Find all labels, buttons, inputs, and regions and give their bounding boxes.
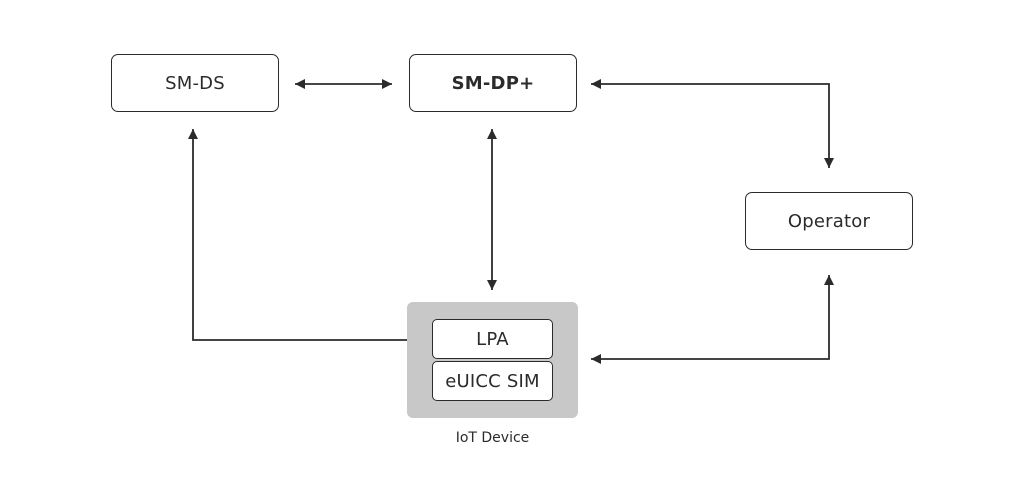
connector-smds-lpa [188,129,428,345]
sm-dp-plus-label: SM-DP+ [451,72,535,94]
sm-ds-node: SM-DS [111,54,279,112]
operator-label: Operator [787,210,871,232]
connector-smdp-operator [591,79,834,168]
operator-node: Operator [745,192,913,250]
euicc-sim-node: eUICC SIM [432,361,553,401]
connector-operator-device [591,275,834,364]
iot-device-label: IoT Device [455,430,530,446]
sm-dp-plus-node: SM-DP+ [409,54,577,112]
lpa-node: LPA [432,319,553,359]
lpa-label: LPA [476,328,509,350]
sm-ds-label: SM-DS [165,72,225,94]
euicc-sim-label: eUICC SIM [445,370,540,392]
